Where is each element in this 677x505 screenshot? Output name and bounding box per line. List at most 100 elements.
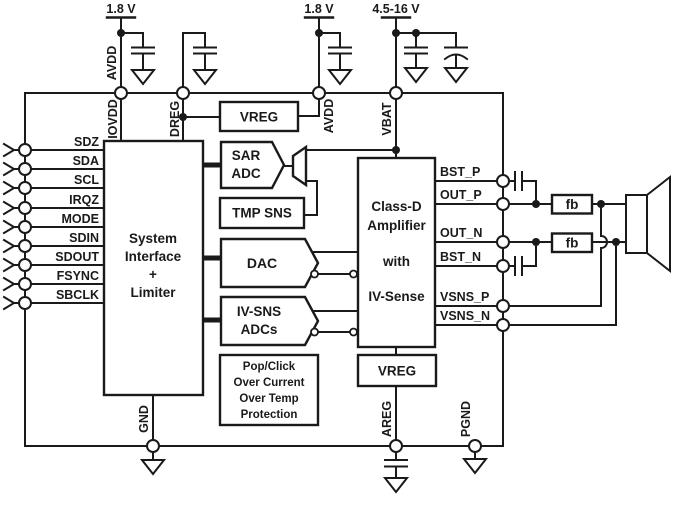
ferrite-bead-label: fb [566,197,579,212]
pin-label-sdz: SDZ [74,135,99,149]
block-sar-adc [219,140,286,190]
block-outline [356,353,438,388]
voltage-label: 1.8 V [106,2,136,16]
pin-circle-areg [389,439,403,453]
pin-circle-mode [18,220,32,234]
block-label: Over Temp [239,393,298,405]
pin-circle-out-n [496,235,510,249]
block-label: IV-Sense [368,289,425,304]
block-tmp-sns [218,196,306,230]
block-outline [218,196,306,230]
block-system-interface [102,139,205,397]
block-vreg-top [218,100,300,133]
offpage-chevron-icon [2,257,16,273]
vsns-p-feedback-wire [502,203,608,307]
pin-areg-symbol [382,451,410,494]
offpage-chevron-icon [2,295,16,311]
pin-label-vsns-n: VSNS_N [440,309,490,323]
ground-icon [461,458,489,475]
pin-label-avdd: AVDD [322,99,336,134]
cap-branch-wire [120,32,144,49]
block-label: Protection [241,409,298,421]
pin-circle-vsns-n [496,318,510,332]
capacitor-icon [131,46,155,71]
pin-pgnd-symbol [461,451,489,475]
pin-label-out-n: OUT_N [440,226,482,240]
power-rail-vbat [380,16,470,159]
block-vreg-bottom [356,353,438,388]
block-label: + [149,267,157,282]
terminal-circle [349,269,358,279]
pin-label-vsns-p: VSNS_P [440,290,489,304]
offpage-chevron-icon [2,219,16,235]
ground-icon [129,69,157,86]
pin-label-sdout: SDOUT [55,250,99,264]
supply-wire [297,16,320,117]
block-label: ADCs [241,322,278,337]
pin-label-vbat: VBAT [380,102,394,135]
pin-label-scl: SCL [74,173,99,187]
pin-label-pgnd: PGND [459,401,473,437]
offpage-chevron-icon [2,142,16,158]
capacitor-icon [193,46,217,71]
block-label: Limiter [130,285,176,300]
pin-label-iovdd: IOVDD [106,99,120,139]
capacitor-icon [384,459,408,479]
block-label-vreg-top: VREG [240,110,278,125]
block-outline [102,139,205,397]
pin-circle-iovdd [114,86,128,100]
block-label: SAR [232,148,261,163]
offpage-chevron-icon [2,276,16,292]
junction-dot [597,200,605,208]
pin-circle-gnd [146,439,160,453]
block-label: System [129,231,177,246]
pin-circle-sda [18,162,32,176]
junction-dot [179,113,187,121]
pin-label-sbclk: SBCLK [56,288,99,302]
mux-icon [291,144,308,188]
block-label: Pop/Click [243,361,296,373]
pin-circle-fsync [18,277,32,291]
pin-circle-sdz [18,143,32,157]
junction-dot [392,29,400,37]
ground-icon [326,69,354,86]
pin-circle-pgnd [468,439,482,453]
terminal-circle [349,327,358,337]
offpage-chevron-icon [2,180,16,196]
capacitor-icon [328,46,352,71]
offpage-chevron-icon [2,238,16,254]
pin-circle-dreg [176,86,190,100]
offpage-chevron-icon [2,200,16,216]
junction-dot [117,29,125,37]
pin-label-fsync: FSYNC [57,269,99,283]
block-label: with [382,254,410,269]
voltage-label: 4.5-16 V [372,2,420,16]
ferrite-bead-label: fb [566,236,579,251]
ground-icon [191,69,219,86]
block-outline [550,193,594,215]
polarized-capacitor-icon [443,32,469,69]
block-outline [356,156,437,349]
block-label: Interface [125,249,182,264]
pin-label-out-p: OUT_P [440,188,482,202]
cap-branch-wire [318,32,341,49]
ferrite-bead-2 [550,232,594,254]
junction-dot [612,238,620,246]
terminal-circle [310,269,319,279]
pin-circle-irqz [18,201,32,215]
block-label-tmp-sns: TMP SNS [232,206,292,221]
junction-dot [392,146,400,154]
pin-circle-sbclk [18,296,32,310]
block-class-d [356,156,437,349]
block-label: IV-SNS [237,304,281,319]
pin-circle-sdout [18,258,32,272]
terminal-circle [310,327,319,337]
pin-label-areg: AREG [380,401,394,437]
power-rail-iovdd [105,16,157,142]
block-outline [218,100,300,133]
ground-icon [442,67,470,84]
block-protection [218,353,320,427]
pin-circle-scl [18,181,32,195]
pin-circle-avdd [312,86,326,100]
